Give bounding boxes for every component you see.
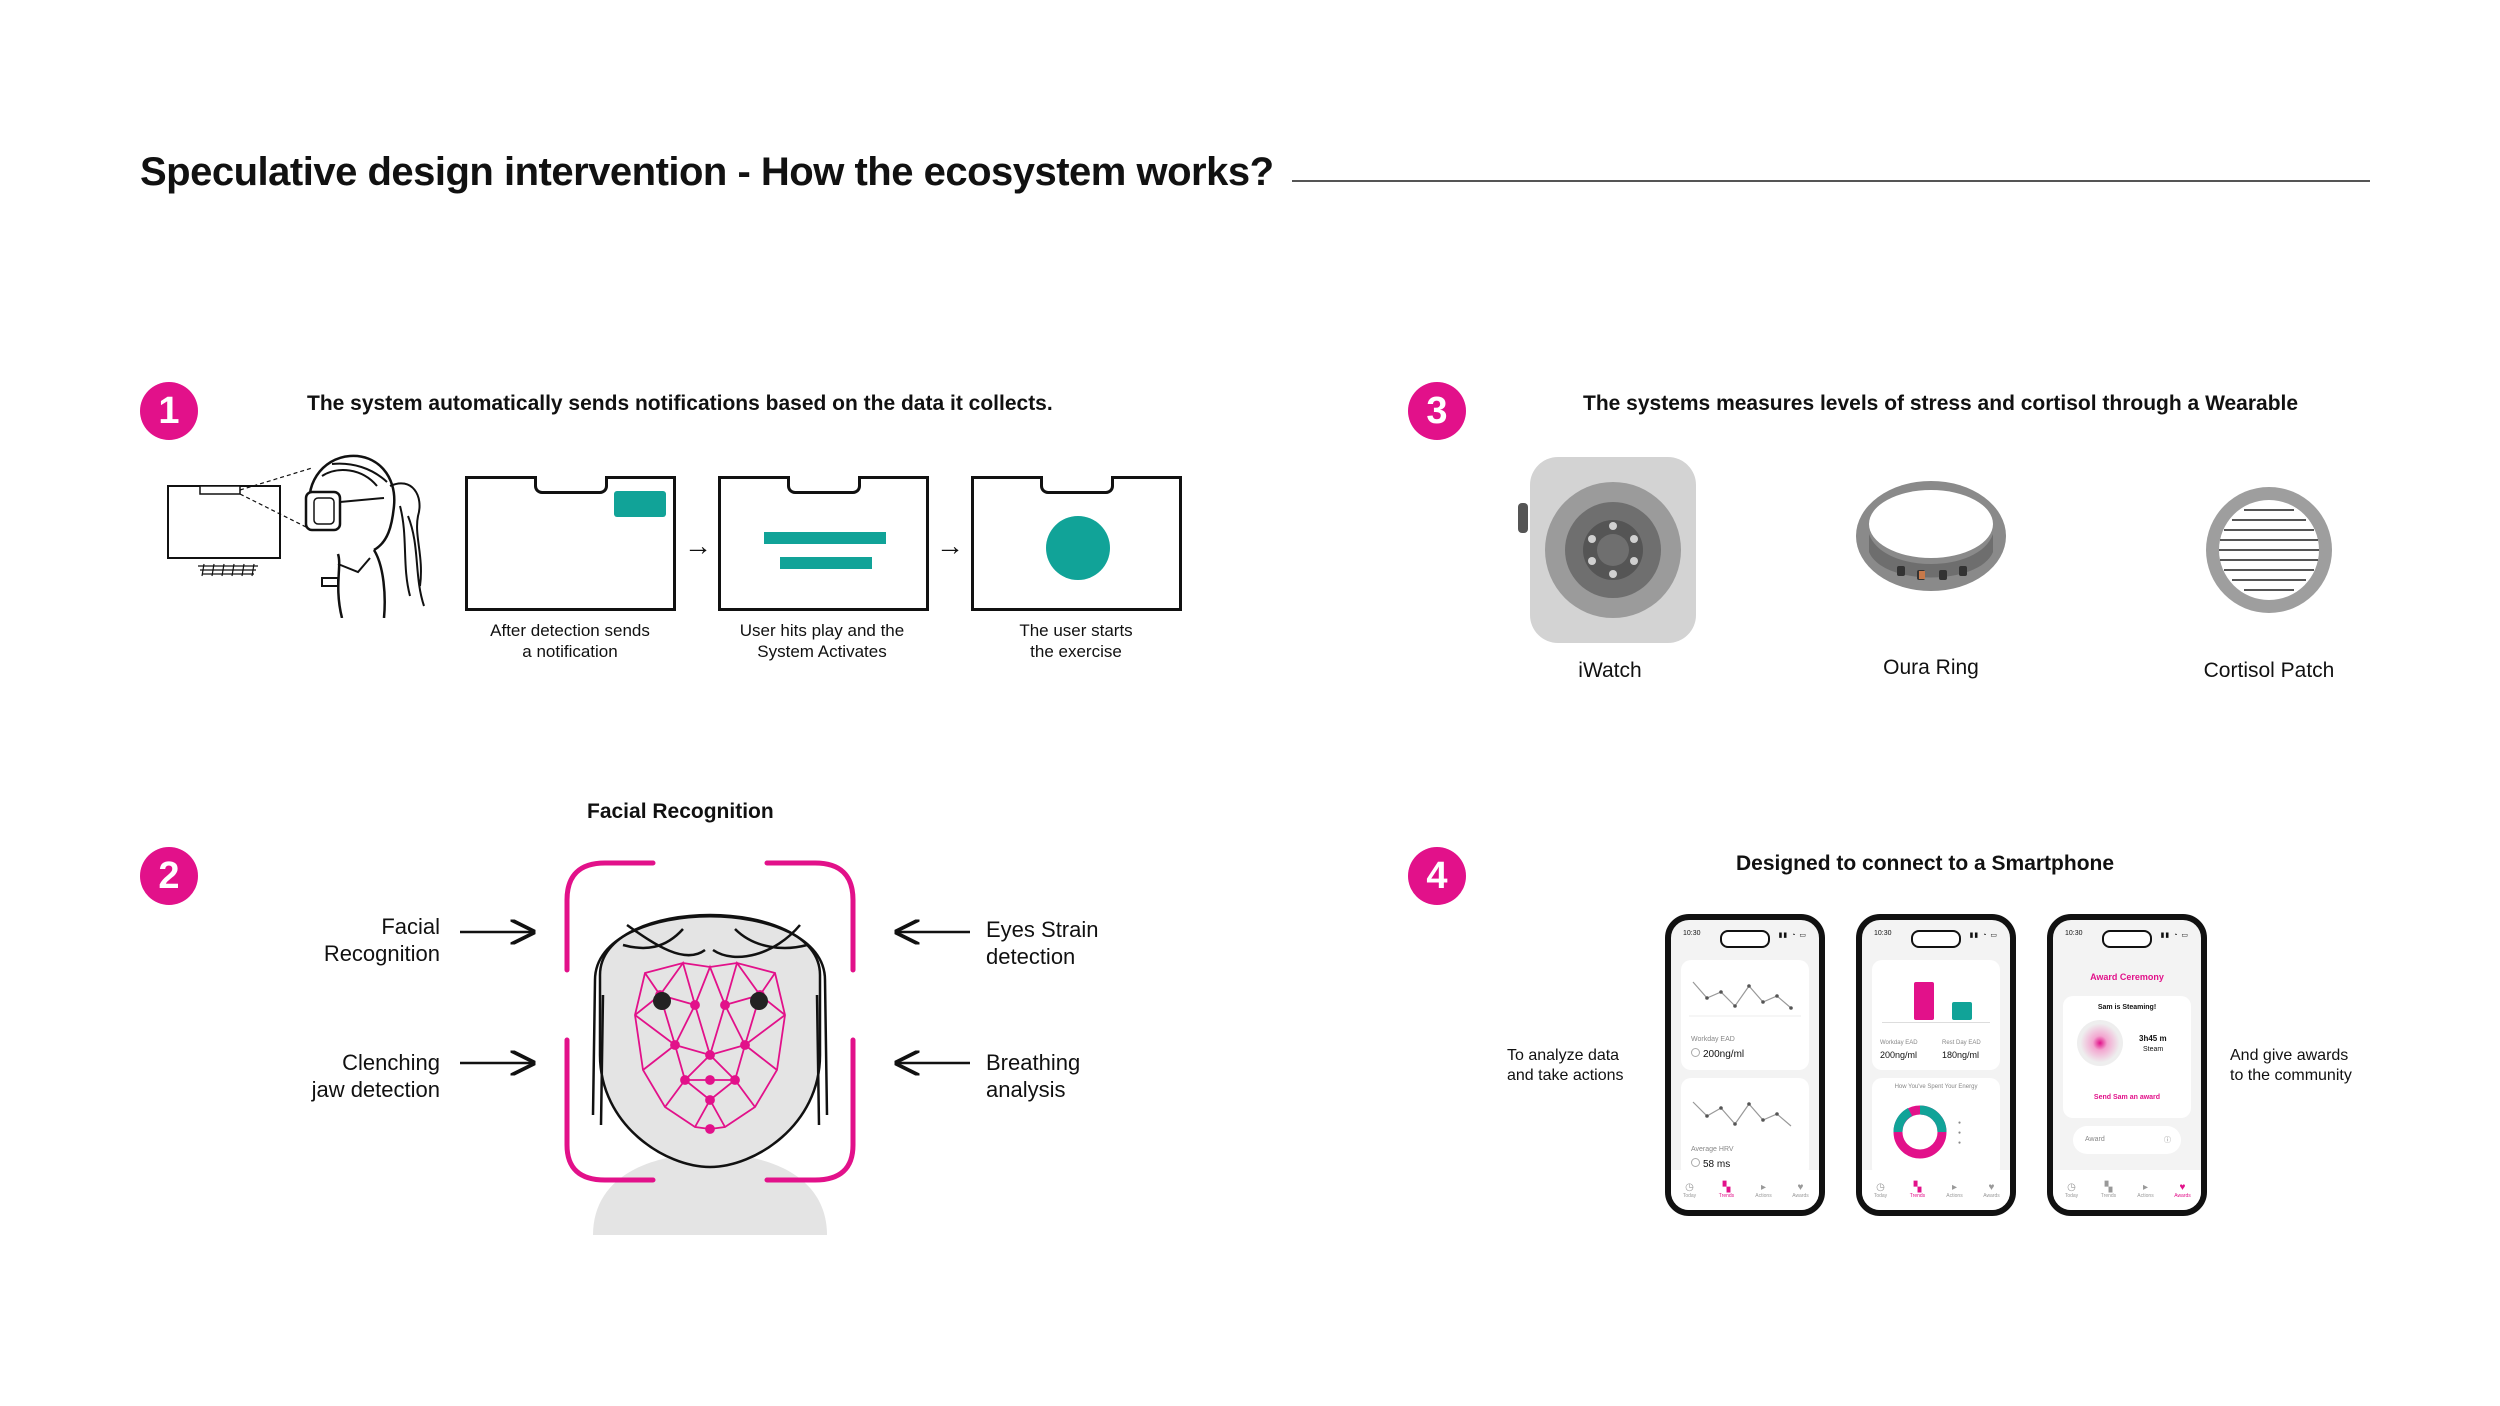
facial-recognition-label: Facial Recognition — [323, 914, 440, 966]
eye-strain-label: Eyes Strain detection — [986, 917, 1099, 969]
step-1-caption: The user starts the exercise — [1019, 621, 1133, 661]
tab-today[interactable]: ◷Today — [1873, 1181, 1888, 1199]
device-label: Oura Ring — [1883, 656, 1979, 679]
award-card: Sam is Steaming! 3h45 m Steam Send Sam a… — [2063, 996, 2191, 1118]
tab-trends[interactable]: ▚Trends — [1718, 1181, 1735, 1199]
face-scan-illustration — [460, 860, 970, 1235]
tab-trends[interactable]: ▚Trends — [2100, 1181, 2117, 1199]
ead-compare-card: Workday EAD Rest Day EAD 200ng/ml 180ng/… — [1872, 960, 2000, 1070]
tab-actions[interactable]: ▸Actions — [2137, 1181, 2154, 1199]
ead-card: Workday EAD 200ng/ml — [1681, 960, 1809, 1070]
exercise-screen — [971, 476, 1182, 611]
tab-trends[interactable]: ▚Trends — [1909, 1181, 1926, 1199]
device-label: Cortisol Patch — [2203, 659, 2335, 682]
tab-actions[interactable]: ▸Actions — [1946, 1181, 1963, 1199]
info-icon: ⓘ — [2164, 1137, 2171, 1144]
hrv-card: Average HRV 58 ms — [1681, 1078, 1809, 1178]
tab-bar: ◷Today ▚Trends ▸Actions ♥Awards — [1862, 1170, 2010, 1210]
card-label: Average HRV — [1691, 1146, 1734, 1153]
arrow-right-icon: → — [684, 530, 712, 561]
eye-right — [750, 992, 768, 1010]
step-2-badge: 2 — [140, 847, 198, 905]
line-chart — [1689, 981, 1801, 1017]
patch-icon — [2206, 487, 2332, 613]
tab-actions[interactable]: ▸Actions — [1755, 1181, 1772, 1199]
activation-screen — [718, 476, 929, 611]
exercise-circle — [1046, 516, 1110, 580]
step-3-heading: The systems measures levels of stress an… — [1583, 392, 2299, 415]
step-4-badge: 4 — [1408, 847, 1466, 905]
energy-card: How You've Spent Your Energy ● ● ● — [1872, 1078, 2000, 1178]
breathing-label: Breathing analysis — [986, 1050, 1081, 1102]
bar-restday — [1952, 1002, 1972, 1020]
tab-awards[interactable]: ♥Awards — [2174, 1181, 2191, 1199]
tab-today[interactable]: ◷Today — [1682, 1181, 1697, 1199]
tab-bar: ◷Today ▚Trends ▸Actions ♥Awards — [1671, 1170, 1819, 1210]
tab-bar: ◷Today ▚Trends ▸Actions ♥Awards — [2053, 1170, 2201, 1210]
award-header: Award Ceremony — [2090, 972, 2164, 982]
card-value: 58 ms — [1691, 1158, 1730, 1170]
phone-trends-screen: 10:30 ▮▮ ◔ ▭ Workday EAD 200ng/ml Averag… — [1665, 914, 1825, 1216]
eye-left — [653, 992, 671, 1010]
step-4-heading: Designed to connect to a Smartphone — [1736, 852, 2115, 875]
tab-awards[interactable]: ♥Awards — [1792, 1181, 1809, 1199]
jaw-detection-label: Clenching jaw detection — [311, 1050, 440, 1102]
phone-energy-screen: 10:30 ▮▮ ◔ ▭ Workday EAD Rest Day EAD 20… — [1856, 914, 2016, 1216]
card-label: Workday EAD — [1691, 1036, 1735, 1043]
step-1-heading: The system automatically sends notificat… — [307, 392, 1053, 415]
notification-screen — [465, 476, 676, 611]
page-title: Speculative design intervention - How th… — [140, 150, 1274, 194]
notification-banner — [614, 491, 666, 517]
line-chart — [1692, 1101, 1792, 1127]
step-1-caption: User hits play and the System Activates — [739, 621, 905, 661]
tab-today[interactable]: ◷Today — [2064, 1181, 2079, 1199]
step-2-heading: Facial Recognition — [587, 800, 774, 823]
award-input[interactable]: Award ⓘ — [2073, 1126, 2181, 1154]
device-label: iWatch — [1578, 659, 1642, 682]
tab-awards[interactable]: ♥Awards — [1983, 1181, 2000, 1199]
avatar — [2077, 1020, 2123, 1066]
send-award-link[interactable]: Send Sam an award — [2093, 1094, 2161, 1101]
arrow-right-icon: → — [936, 530, 964, 561]
step-1-caption: After detection sends a notification — [490, 621, 650, 661]
card-value: 200ng/ml — [1691, 1048, 1744, 1060]
step-1-badge: 1 — [140, 382, 198, 440]
activation-bar — [780, 557, 872, 569]
donut-chart — [1893, 1105, 1947, 1159]
step-3-badge: 3 — [1408, 382, 1466, 440]
phone-awards-screen: 10:30 ▮▮ ◔ ▭ Award Ceremony Sam is Steam… — [2047, 914, 2207, 1216]
analyze-note: To analyze data and take actions — [1507, 1047, 1624, 1084]
title-divider — [1292, 180, 2370, 182]
person-at-computer-illustration — [167, 454, 425, 618]
awards-note: And give awards to the community — [2230, 1047, 2352, 1084]
bar-workday — [1914, 982, 1934, 1020]
ring-icon — [1856, 481, 2006, 591]
activation-bar — [764, 532, 886, 544]
watch-icon — [1518, 457, 1696, 643]
